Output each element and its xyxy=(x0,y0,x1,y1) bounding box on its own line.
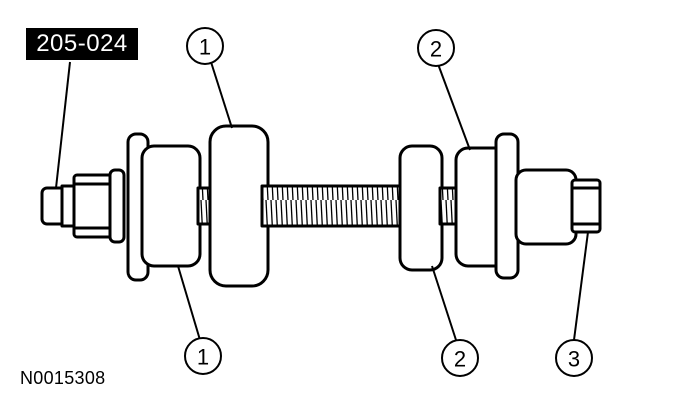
callout-1-top-circle xyxy=(186,27,224,65)
right-spacer xyxy=(398,144,444,272)
tool-number-badge: 205-024 xyxy=(26,28,138,60)
callout-2-top-circle xyxy=(417,29,455,67)
callout-1-bottom-circle xyxy=(184,337,222,375)
leader-tool-number xyxy=(55,61,71,189)
leader-3-bottom xyxy=(573,231,589,341)
left-cup-body xyxy=(140,144,202,268)
callout-1-top-label: 1 xyxy=(199,35,211,60)
leader-2-bottom xyxy=(431,265,457,341)
right-adapter xyxy=(514,168,578,246)
leader-1-top xyxy=(210,61,233,129)
callout-3-bottom-circle xyxy=(555,339,593,377)
callout-3-bottom-label: 3 xyxy=(568,347,580,372)
right-hex-nut xyxy=(570,178,602,234)
callout-2-bottom-circle xyxy=(441,339,479,377)
forcing-screw xyxy=(260,184,412,228)
callout-2-bottom-label: 2 xyxy=(454,347,466,372)
callout-1-bottom-label: 1 xyxy=(197,345,209,370)
callout-2-top-label: 2 xyxy=(430,37,442,62)
left-washer xyxy=(108,168,126,244)
leader-1-bottom xyxy=(177,265,201,341)
reference-code: N0015308 xyxy=(20,368,106,388)
leader-2-top xyxy=(437,63,471,151)
left-spacer xyxy=(208,124,270,288)
